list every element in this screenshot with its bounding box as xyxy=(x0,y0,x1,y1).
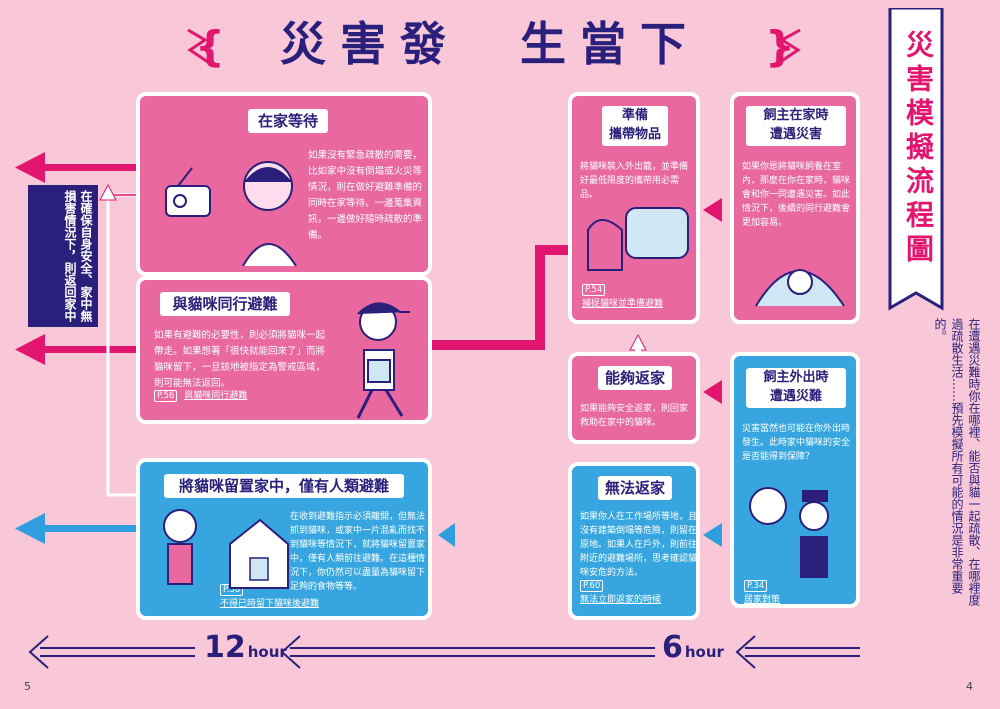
side-note-box xyxy=(28,185,98,327)
label-prepare: 準備 攜帶物品 xyxy=(602,106,668,146)
text-owner-home: 如果你是將貓咪飼養在室內，那麼在你在家時，貓咪會和你一同遭遇災害。如此情況下，後… xyxy=(742,162,851,228)
timeline-6-value: 6 xyxy=(662,630,683,665)
ref-cannot-return-text[interactable]: 無法立即返家的時候 xyxy=(580,595,662,605)
label-cannot-return: 無法返家 xyxy=(598,476,672,500)
timeline-12-unit: hour xyxy=(247,643,287,661)
walking-person-illustration xyxy=(356,302,410,419)
box-owner-home: 飼主在家時 遭遇災害 如果你是將貓咪飼養在室內，那麼在你在家時，貓咪會和你一同遭… xyxy=(730,92,860,324)
page-number-right: 4 xyxy=(966,680,973,693)
ref-cannot-return-page: P.60 xyxy=(580,580,604,592)
sidebar-title: 災害模擬流程圖 xyxy=(902,30,935,268)
label-owner-out: 飼主外出時 遭遇災難 xyxy=(746,368,846,408)
title-left-bracket: { xyxy=(195,22,225,71)
page-number-left: 5 xyxy=(24,680,31,693)
text-can-return: 如果能夠安全返家，則回家救助在家中的貓咪。 xyxy=(580,404,689,428)
text-evacuate-with-cat: 如果有避難的必要性，則必須將貓咪一起帶走。如果想著「很快就能回來了」而將貓咪留下… xyxy=(154,330,326,389)
label-leave-cat: 將貓咪留置家中，僅有人類避難 xyxy=(164,474,404,498)
box-leave-cat: 將貓咪留置家中，僅有人類避難 在收到避難指示必須離開，但無法抓到貓咪，或家中一片… xyxy=(136,458,432,620)
person-house-illustration xyxy=(163,509,289,589)
timeline-6-unit: hour xyxy=(684,643,724,661)
box-cannot-return: 無法返家 如果你人在工作場所等地，且沒有建築倒塌等危險，則留在原地。如果人在戶外… xyxy=(568,462,700,620)
sidebar-banner xyxy=(888,8,944,311)
box-prepare: 準備 攜帶物品 將貓咪裝入外出籠，並準備好最低限度的攜帶用必需品。 P.54 捕… xyxy=(568,92,700,324)
text-prepare: 將貓咪裝入外出籠，並準備好最低限度的攜帶用必需品。 xyxy=(580,162,689,200)
side-note-text: 在確保自身安全、家中無損害情況下，則返回家中 xyxy=(63,190,93,322)
ref-owner-out: P.34 居家對策 xyxy=(744,580,860,605)
hiding-person-illustration xyxy=(755,269,845,307)
label-evacuate-with-cat: 與貓咪同行避難 xyxy=(160,292,290,316)
ref-owner-out-page: P.34 xyxy=(744,580,768,592)
box-owner-out: 飼主外出時 遭遇災難 災害當然也可能在你外出時發生。此時家中貓咪的安全是否能得到… xyxy=(730,352,860,608)
label-can-return: 能夠返家 xyxy=(598,366,672,390)
timeline-12-value: 12 xyxy=(204,630,246,665)
ref-evacuate-text[interactable]: 與貓咪同行避難 xyxy=(184,391,248,401)
label-stay-home: 在家等待 xyxy=(248,109,328,133)
box-stay-home: 在家等待 如果沒有緊急疏散的需要，比如家中沒有倒塌或火災等情況，則在做好避難準備… xyxy=(136,92,432,276)
ref-owner-out-text[interactable]: 居家對策 xyxy=(744,595,781,605)
text-leave-cat: 在收到避難指示必須離開，但無法抓到貓咪，或家中一片混亂而找不到貓咪等情況下，就將… xyxy=(290,512,426,592)
ref-leave-cat-text[interactable]: 不得已時留下貓咪後避難 xyxy=(220,599,320,609)
carrier-bag-illustration xyxy=(587,207,689,271)
ref-prepare-text[interactable]: 捕捉貓咪並準備避難 xyxy=(582,299,664,309)
ref-evacuate-page: P.56 xyxy=(154,390,178,402)
ref-prepare-page: P.54 xyxy=(582,284,606,296)
page-title: 災害發 生當下 xyxy=(280,17,700,71)
ref-cannot-return: P.60 無法立即返家的時候 xyxy=(580,580,698,605)
box-can-return: 能夠返家 如果能夠安全返家，則回家救助在家中的貓咪。 xyxy=(568,352,700,444)
sidebar-note: 在遭遇災難時你在哪裡、能否與貓一起疏散、在哪裡度過疏散生活……預先模擬所有可能的… xyxy=(933,318,981,606)
text-cannot-return: 如果你人在工作場所等地，且沒有建築倒塌等危險，則留在原地。如果人在戶外，則前往附… xyxy=(580,512,698,578)
label-owner-home: 飼主在家時 遭遇災害 xyxy=(746,106,846,146)
radio-woman-illustration xyxy=(165,161,297,266)
ref-evacuate-with-cat: P.56 與貓咪同行避難 xyxy=(154,388,344,402)
office-worker-illustration xyxy=(749,487,829,578)
box-evacuate-with-cat: 與貓咪同行避難 如果有避難的必要性，則必須將貓咪一起帶走。如果想著「很快就能回來… xyxy=(136,276,432,424)
ref-prepare: P.54 捕捉貓咪並準備避難 xyxy=(582,284,698,309)
text-stay-home: 如果沒有緊急疏散的需要，比如家中沒有倒塌或火災等情況，則在做好避難準備的同時在家… xyxy=(308,150,423,241)
text-owner-out: 災害當然也可能在你外出時發生。此時家中貓咪的安全是否能得到保障？ xyxy=(742,424,851,462)
